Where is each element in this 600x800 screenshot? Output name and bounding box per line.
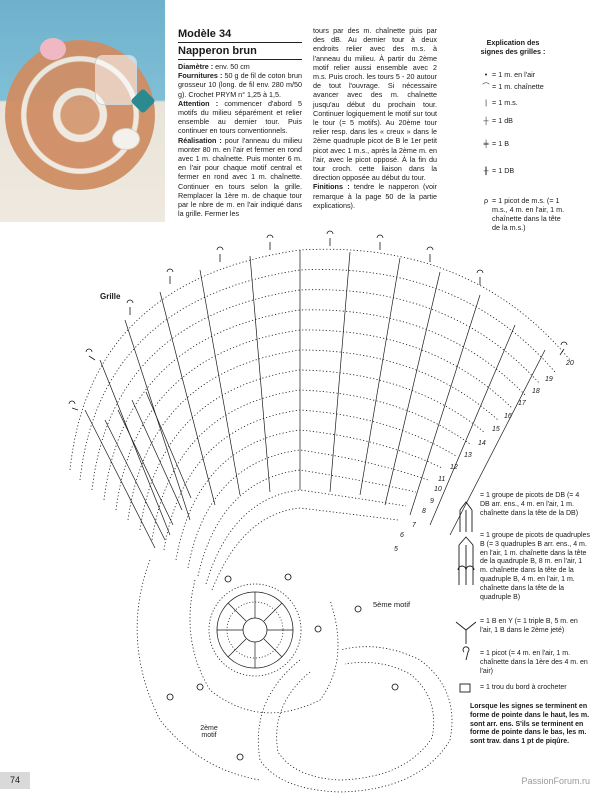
round-number: 5 [394, 546, 398, 553]
model-number: Modèle 34 [178, 28, 232, 40]
rounds-paragraph: tours par des m. chaînette puis par des … [313, 26, 437, 183]
legend-heading: Explication des signes des grilles : [480, 38, 546, 56]
sea-urchin [112, 128, 140, 150]
instructions-column-2: tours par des m. chaînette puis par des … [313, 26, 437, 210]
round-number: 12 [450, 464, 458, 471]
title-rule-2 [178, 59, 302, 60]
title-rule [178, 42, 302, 43]
round-number: 13 [464, 452, 472, 459]
round-number: 17 [518, 400, 526, 407]
round-number: 20 [566, 360, 574, 367]
round-number: 7 [412, 522, 416, 529]
instructions-column-1: Modèle 34 Napperon brun Diamètre : env. … [178, 28, 302, 218]
round-number: 15 [492, 426, 500, 433]
attention-paragraph: Attention : commencer d'abord 5 motifs d… [178, 98, 302, 136]
round-number: 9 [430, 498, 434, 505]
round-number: 8 [422, 508, 426, 515]
glass-jar [95, 55, 137, 105]
motif5-label: 5ème motif [373, 600, 411, 609]
page-number: 74 [0, 772, 30, 789]
round-number: 6 [400, 532, 404, 539]
finitions-paragraph: Finitions : tendre le napperon (voir rem… [313, 182, 437, 210]
diameter-line: Diamètre : env. 50 cm [178, 62, 250, 71]
watermark: PassionForum.ru [521, 776, 590, 786]
round-number: 14 [478, 440, 486, 447]
realisation-paragraph: Réalisation : pour l'anneau du milieu mo… [178, 135, 302, 219]
model-name: Napperon brun [178, 45, 257, 57]
round-number: 18 [532, 388, 540, 395]
round-number: 19 [545, 376, 553, 383]
symbols-note: Lorsque les signes se terminent en forme… [470, 703, 590, 746]
rose-flower [40, 38, 66, 60]
doily-photo [0, 0, 165, 222]
motif2-label: 2ème motif [200, 725, 218, 739]
round-number: 16 [504, 413, 512, 420]
grid-label: Grille [100, 292, 121, 301]
round-number: 11 [438, 476, 446, 483]
supplies-paragraph: Fournitures : 50 g de fil de coton brun … [178, 71, 302, 99]
round-number: 10 [434, 486, 442, 493]
